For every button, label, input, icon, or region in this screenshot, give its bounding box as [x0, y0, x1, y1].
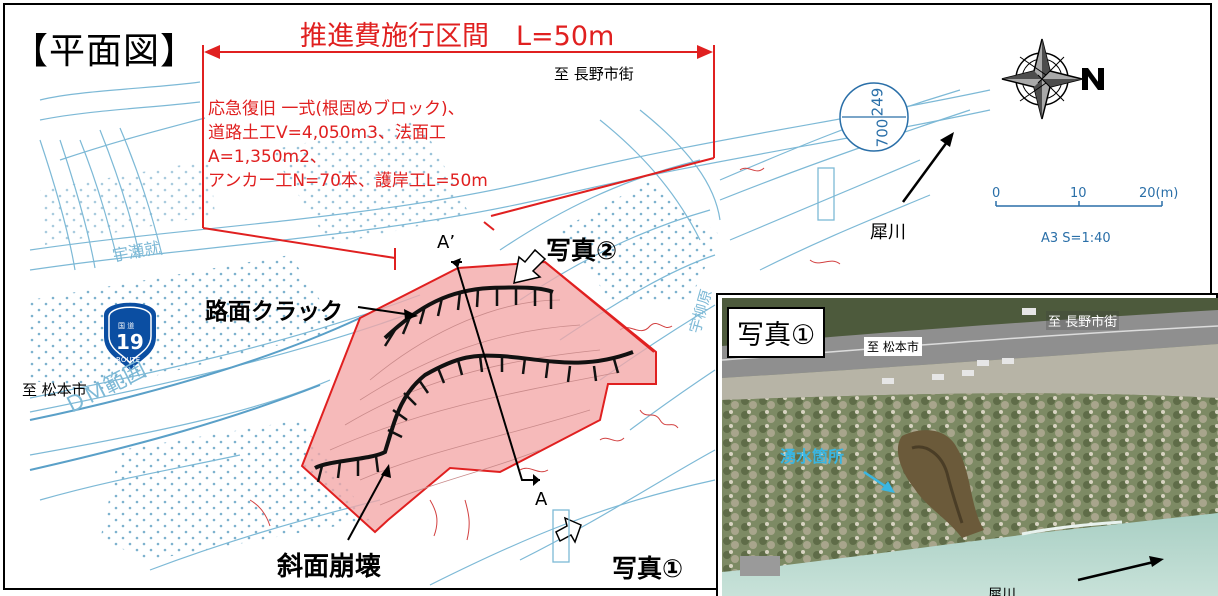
vegetation-area [30, 255, 340, 392]
scarp-ticks [316, 355, 620, 483]
route-shield-number: 19 [116, 330, 144, 354]
route-shield-top: 国 道 [118, 322, 135, 330]
route-19-shield-icon [104, 302, 156, 371]
spring-point-label: 湧水箇所 [780, 447, 845, 466]
work-line: 道路土工V=4,050m3、法面工A=1,350m2、 [208, 123, 446, 167]
slope-failure-leader [347, 469, 387, 541]
section-arrow [533, 474, 540, 486]
road-crack-label: 路面クラック [205, 299, 343, 325]
river-flow-arrow [901, 137, 952, 203]
photo2-direction-arrow [513, 248, 547, 284]
inset-to-matsumoto-label: 至 松本市 [864, 337, 922, 356]
road-crack-leader [357, 306, 413, 316]
photo1-title: 写真① [727, 307, 826, 358]
slide-contours [329, 299, 621, 506]
to-nagano-label: 至 長野市街 [554, 65, 634, 83]
work-line: アンカー工N=70本、護岸工L=50m [208, 171, 488, 191]
slope-failure-label: 斜面崩壊 [277, 552, 382, 582]
handwritten-marks [249, 167, 841, 541]
scale-tick-20: 20(m) [1139, 186, 1179, 201]
photo1-label: 写真① [612, 554, 684, 583]
to-matsumoto-label: 至 松本市 [22, 381, 87, 399]
scale-note: A3 S=1:40 [1041, 231, 1111, 246]
river-label: 犀川 [870, 222, 906, 243]
vegetation-area [270, 120, 470, 245]
arrowhead [381, 464, 391, 478]
span-title: 推進費施行区間 L=50m [300, 21, 615, 52]
photo2-label: 写真② [546, 236, 618, 265]
map-box [817, 167, 835, 221]
map-box [552, 509, 570, 563]
vegetation-area [40, 160, 215, 245]
scale-tick-10: 10 [1070, 186, 1087, 201]
road-crack-ticks [383, 288, 553, 347]
inset-to-nagano-label: 至 長野市街 [1046, 311, 1120, 330]
span-arrowhead-left [204, 45, 220, 59]
road-edge [29, 317, 361, 421]
span-arrowhead-right [697, 45, 713, 59]
span-bracket [202, 45, 715, 353]
scarp-line [314, 350, 634, 470]
section-a-prime-label: A’ [437, 232, 456, 253]
vegetation-area [560, 180, 720, 300]
scale-bar [995, 201, 1163, 207]
vegetation-area [100, 420, 370, 560]
arrowhead [940, 132, 954, 147]
section-arrow [451, 258, 461, 268]
road-edge [29, 384, 321, 471]
work-summary: 応急復旧 一式(根固めブロック)、 道路土工V=4,050m3、法面工A=1,3… [208, 97, 508, 193]
work-line: 応急復旧 一式(根固めブロック)、 [208, 99, 465, 119]
compass-icon [1001, 38, 1083, 120]
arrowhead [404, 309, 418, 320]
survey-marker [839, 82, 909, 152]
inset-river-label: 犀川 [988, 587, 1016, 596]
section-a-label: A [535, 489, 548, 510]
route-shield-bottom: ROUTE [116, 356, 141, 364]
north-letter-icon [1082, 68, 1104, 90]
plan-title: 【平面図】 [12, 31, 198, 72]
scale-tick-0: 0 [992, 186, 1001, 201]
